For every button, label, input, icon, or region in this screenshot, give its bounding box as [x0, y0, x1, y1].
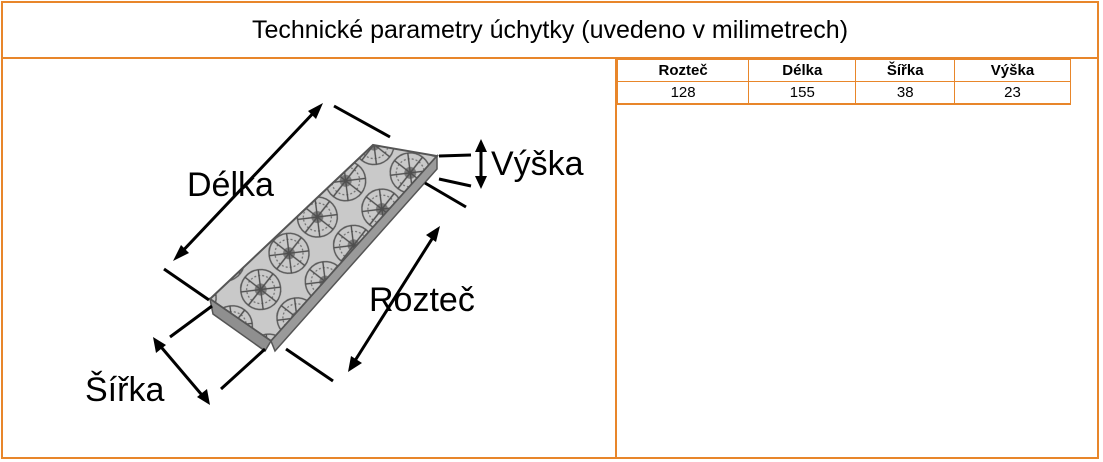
- arrowheads: [153, 103, 487, 405]
- header-height: Výška: [953, 59, 1072, 82]
- parameters-table: Rozteč Délka Šířka Výška 128 155 38 23: [616, 59, 1072, 104]
- value-width: 38: [855, 81, 955, 104]
- header-length: Délka: [748, 59, 857, 82]
- handle-diagram-panel: Délka Výška Rozteč Šířka: [3, 59, 617, 457]
- header-pitch: Rozteč: [616, 59, 750, 82]
- table-row: 128 155 38 23: [616, 81, 1072, 104]
- value-length: 155: [748, 81, 857, 104]
- handle-end-face: [270, 154, 438, 353]
- parameters-panel: Rozteč Délka Šířka Výška 128 155 38 23: [616, 59, 1097, 457]
- header-width: Šířka: [855, 59, 955, 82]
- height-label: Výška: [491, 145, 584, 183]
- table-header-row: Rozteč Délka Šířka Výška: [616, 59, 1072, 82]
- length-label: Délka: [187, 166, 274, 204]
- width-label: Šířka: [85, 371, 164, 409]
- table-divider: [617, 104, 1071, 105]
- pitch-label: Rozteč: [369, 281, 475, 319]
- page-title: Technické parametry úchytky (uvedeno v m…: [3, 3, 1097, 59]
- handle-diagram: Délka Výška Rozteč Šířka: [85, 103, 584, 409]
- value-pitch: 128: [616, 81, 750, 104]
- value-height: 23: [953, 81, 1072, 104]
